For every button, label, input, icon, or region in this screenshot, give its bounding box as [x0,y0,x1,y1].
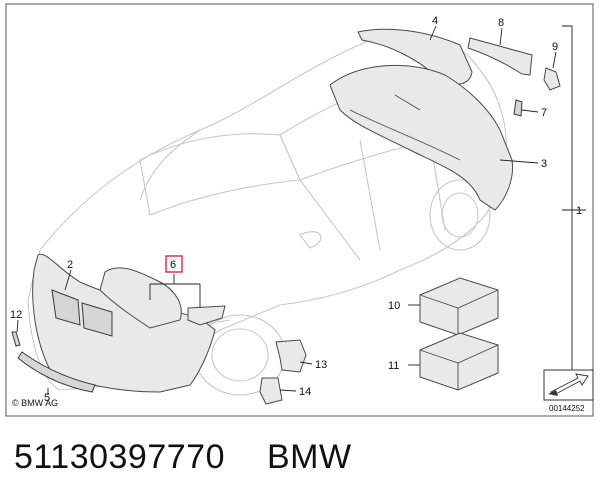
part-caption: 51130397770 BMW [14,438,352,477]
rear-bumper-part[interactable] [329,64,514,211]
grille-right [81,302,113,337]
reference-number: 00144252 [549,404,585,413]
bracket-part[interactable] [275,339,307,373]
callout-11: 11 [388,360,399,372]
corner-arrow-icon [543,369,594,401]
roof-spoiler-part[interactable] [357,28,473,85]
callout-8: 8 [498,17,504,29]
callout-6: 6 [170,259,176,271]
repair-kit-box-10[interactable] [419,277,499,336]
cover-cap-part[interactable] [543,67,561,91]
callout-7: 7 [541,107,547,119]
callout-2: 2 [67,259,73,271]
callout-10: 10 [388,300,400,312]
copyright-text: © BMW AG [12,398,58,408]
callout-12: 12 [10,309,22,321]
part-number: 51130397770 [14,438,225,476]
rear-bumper-detail [349,94,461,161]
callout-4: 4 [432,15,438,27]
lower-trim-part[interactable] [17,351,96,393]
callout-5: 5 [44,392,50,404]
callout-3: 3 [541,158,547,170]
repair-kit-box-11[interactable] [419,332,499,391]
bumper-carrier-bracket[interactable] [187,305,226,326]
callout-1: 1 [576,205,582,217]
screw-part[interactable] [11,331,21,347]
callout-13: 13 [315,359,327,371]
callout-14: 14 [299,386,311,398]
front-bumper-part[interactable] [32,253,216,393]
diagram-frame [5,3,594,417]
bumper-carrier-part[interactable] [99,267,182,329]
brand-name: BMW [266,438,352,476]
trim-strip-part[interactable] [467,37,533,76]
holder-part[interactable] [259,377,283,405]
parts-diagram: 4 8 9 7 3 1 2 6 12 5 13 14 10 11 © BMW A… [5,3,594,417]
callout-9: 9 [552,41,558,53]
highlight-box [165,255,183,273]
clip-part[interactable] [513,99,523,117]
grille-left [51,289,81,326]
